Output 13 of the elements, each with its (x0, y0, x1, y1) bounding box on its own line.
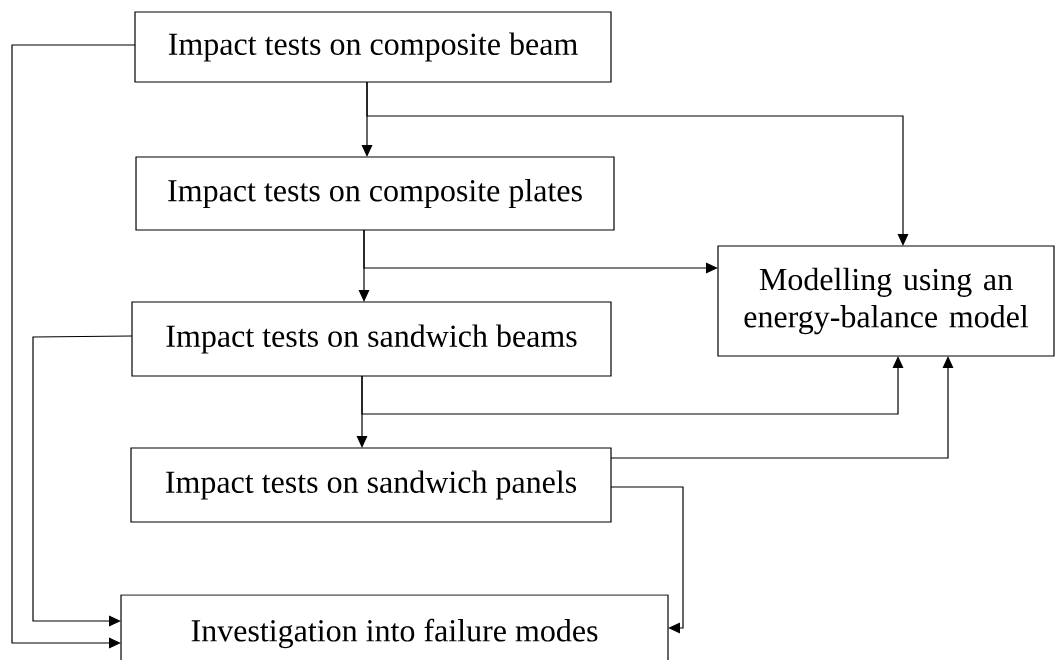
arrow (361, 356, 904, 415)
arrow (363, 229, 718, 274)
process-box: Impact tests on composite beam (134, 11, 612, 83)
arrow (11, 44, 136, 649)
process-box: Modelling using an energy-balance model (717, 245, 1055, 357)
arrow (32, 335, 133, 627)
process-box: Impact tests on sandwich beams (131, 301, 612, 377)
arrow (610, 486, 684, 634)
process-box: Impact tests on composite plates (135, 156, 615, 231)
arrow (610, 356, 954, 459)
process-box: Impact tests on sandwich panels (130, 447, 612, 523)
process-box: Investigation into failure modes (120, 594, 669, 660)
arrow (366, 81, 909, 246)
